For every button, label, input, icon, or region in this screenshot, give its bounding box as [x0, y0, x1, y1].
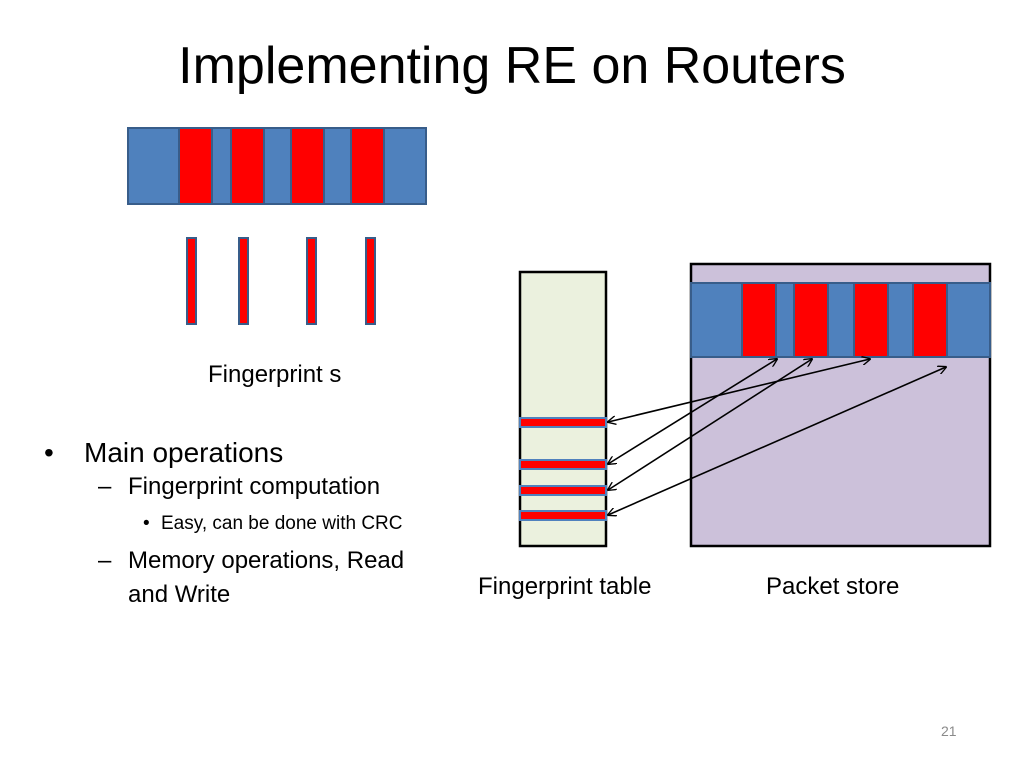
slide-title: Implementing RE on Routers: [178, 37, 846, 95]
dash-marker: –: [98, 547, 112, 574]
fingerprints: [186, 237, 376, 325]
fingerprint-bar: [186, 237, 197, 325]
dash-marker: –: [98, 473, 112, 500]
table-entry: [519, 417, 607, 428]
fingerprint-table: [518, 270, 608, 548]
fingerprint-bar: [306, 237, 317, 325]
packet-store-label: Packet store: [766, 573, 900, 600]
table-entry: [519, 459, 607, 470]
fingerprint-table-label: Fingerprint table: [478, 573, 652, 600]
input-packet: [127, 127, 427, 205]
pointer-arrows: [608, 359, 946, 515]
packet-segment: [350, 127, 385, 205]
table-entry: [519, 510, 607, 521]
packet-segment: [793, 282, 829, 358]
fingerprint-bar: [238, 237, 249, 325]
bullet-crc-detail: Easy, can be done with CRC: [129, 504, 454, 544]
packet-segment: [230, 127, 265, 205]
bullet-main-operations: Main operations: [44, 436, 454, 470]
packet-segment: [853, 282, 889, 358]
packet-segment: [290, 127, 325, 205]
bullet-fingerprint-computation: – Fingerprint computation: [84, 470, 454, 504]
packet-segment: [178, 127, 213, 205]
table-entry: [519, 485, 607, 496]
packet-store: [689, 262, 992, 548]
bullet-list: Main operations – Fingerprint computatio…: [44, 436, 454, 612]
bullet-memory-operations: – Memory operations, Read and Write: [84, 544, 454, 612]
packet-segment: [741, 282, 777, 358]
packet-segment: [912, 282, 948, 358]
fingerprint-bar: [365, 237, 376, 325]
pointer-arrow: [608, 367, 946, 515]
slide-number: 21: [941, 723, 957, 739]
fingerprints-label: Fingerprint s: [208, 361, 342, 388]
